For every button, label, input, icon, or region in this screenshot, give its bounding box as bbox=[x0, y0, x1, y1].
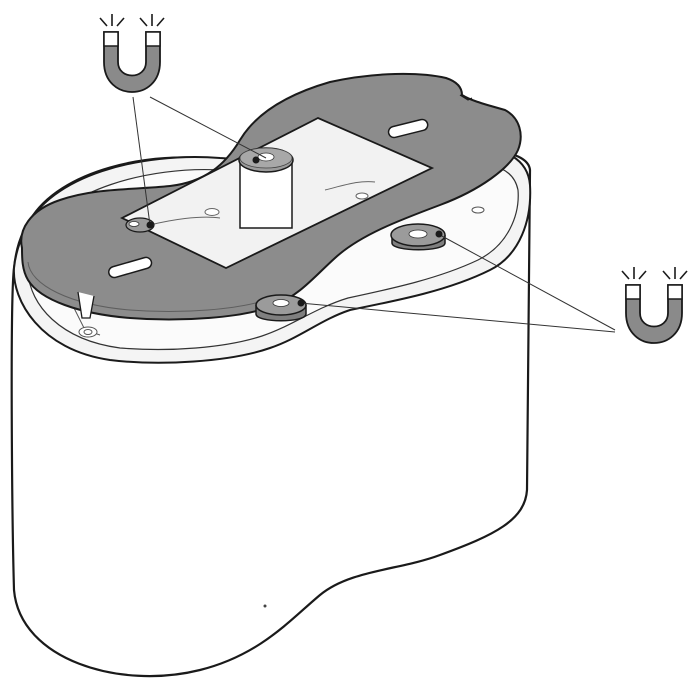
sparkle-icon bbox=[621, 267, 688, 280]
plate-slot-right bbox=[387, 118, 429, 139]
magnet-center-label: S8 bbox=[262, 155, 270, 161]
plate-notch bbox=[459, 94, 473, 101]
magnet-bottom-label: S8 bbox=[277, 301, 285, 307]
magnet-icon bbox=[625, 284, 683, 344]
opening-interior bbox=[149, 160, 376, 226]
body-mark bbox=[263, 604, 267, 608]
leader-dots bbox=[146, 156, 443, 307]
magnet-left bbox=[125, 217, 155, 233]
plate-edge bbox=[27, 261, 273, 312]
magnet-bottom: S8 bbox=[255, 294, 307, 322]
magnet-icon bbox=[103, 31, 161, 93]
magnet-right-label: S8 bbox=[414, 232, 422, 238]
plate-clip bbox=[77, 291, 95, 319]
sparkle-icon bbox=[99, 14, 165, 27]
magnet-right: S8 bbox=[390, 223, 446, 251]
plate-slot-left bbox=[108, 256, 153, 279]
magnet-center: S8 bbox=[238, 147, 294, 229]
leader-lines bbox=[132, 96, 616, 333]
